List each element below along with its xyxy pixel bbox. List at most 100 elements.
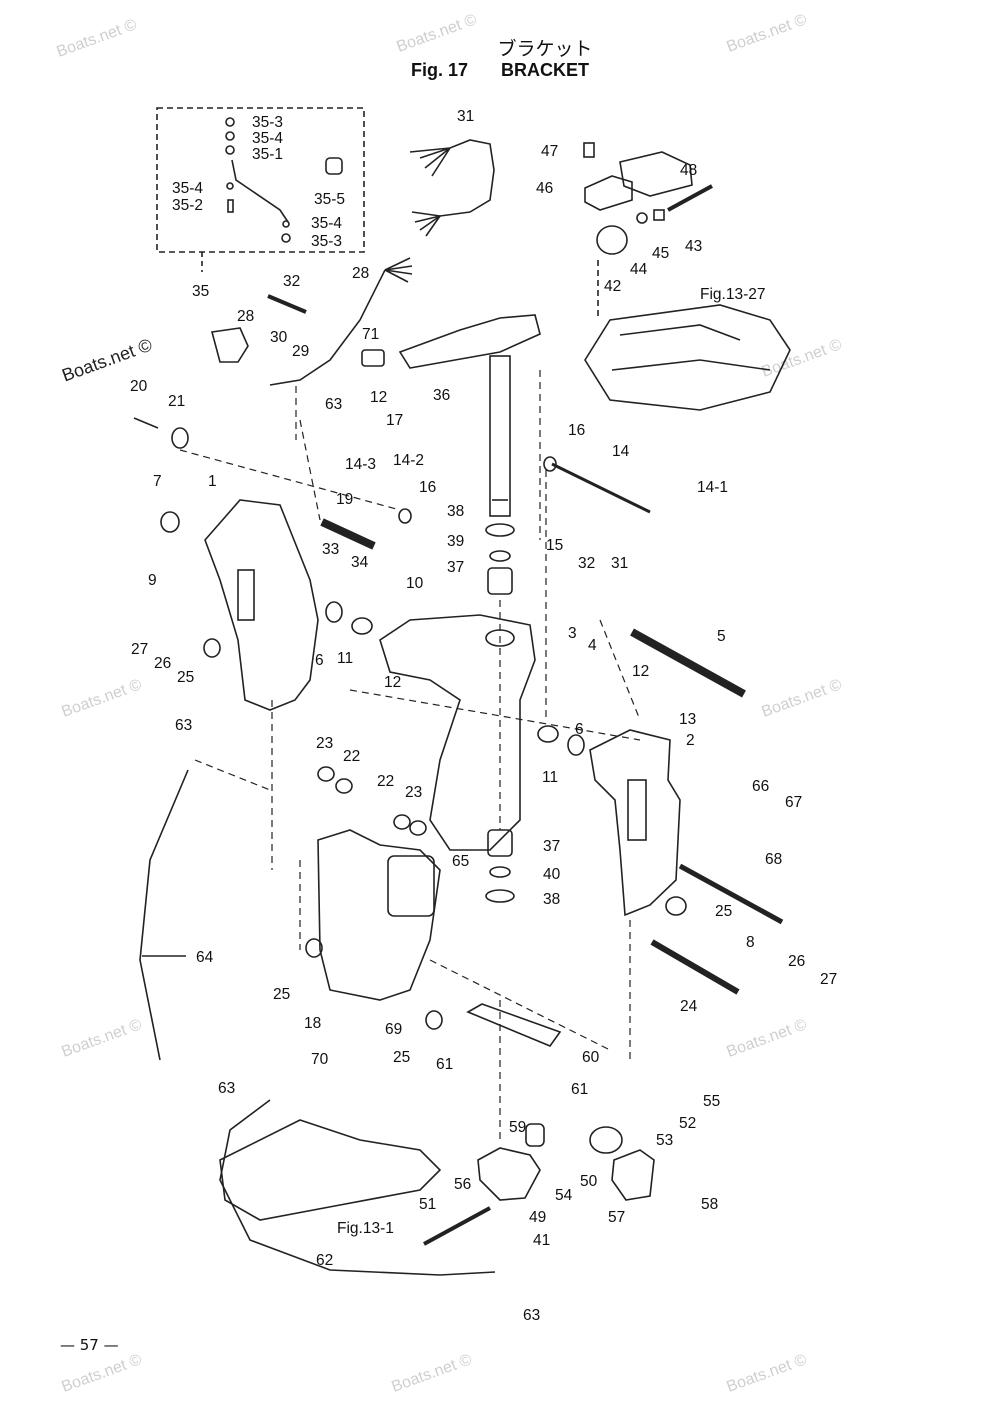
part-callout: 35-5 [314, 191, 345, 208]
trim-motor [387, 855, 435, 917]
part-callout: 12 [632, 663, 649, 680]
part-callout: 35-3 [311, 233, 342, 250]
part-callout: 6 [315, 652, 324, 669]
part-callout: 52 [679, 1115, 696, 1132]
switch-part [210, 327, 249, 363]
part-callout: 11 [337, 650, 353, 667]
part-callout: 61 [436, 1056, 453, 1073]
part-callout: Fig.13-27 [700, 286, 765, 303]
cover-part [611, 1149, 655, 1201]
bushing-part [665, 896, 687, 916]
bushing-part [409, 820, 427, 836]
bushing-part [487, 829, 513, 857]
bushing-part [335, 778, 353, 794]
part-callout: 35-4 [172, 180, 203, 197]
engine-mount-detail [611, 324, 771, 371]
plate-part [466, 1003, 562, 1047]
bushing-part [305, 938, 323, 958]
part-callout: 70 [311, 1051, 329, 1068]
part-callout: 31 [611, 555, 628, 572]
washer-part [636, 212, 648, 224]
part-callout: 14-2 [393, 452, 424, 469]
bolt-part [583, 142, 595, 158]
lower-mount-part [219, 1119, 442, 1221]
washer-part [282, 220, 290, 228]
bushing-part [537, 725, 559, 743]
part-callout: 37 [447, 559, 464, 576]
rod-part [551, 462, 651, 514]
part-callout: 66 [752, 778, 769, 795]
part-callout: 24 [680, 998, 698, 1015]
wiring-harness [269, 269, 386, 386]
grommet-part [361, 349, 385, 367]
figure-title: Fig. 17 BRACKET [0, 60, 1000, 81]
cover-part [619, 151, 693, 197]
part-callout: 31 [457, 108, 474, 125]
part-callout: 16 [419, 479, 436, 496]
part-callout: 60 [582, 1049, 600, 1066]
part-callout: 2 [686, 732, 695, 749]
wire-lead [414, 215, 441, 237]
bolt-part [267, 294, 307, 314]
part-callout: 71 [362, 326, 379, 343]
shaft-part [650, 939, 740, 995]
bushing-part [393, 814, 411, 830]
part-callout: 63 [325, 396, 342, 413]
part-callout: 28 [352, 265, 369, 282]
bushing-part [487, 567, 513, 595]
part-callout: 4 [588, 637, 597, 654]
part-callout: 26 [154, 655, 171, 672]
part-callout: 17 [386, 412, 403, 429]
washer-part [567, 734, 585, 756]
part-callout: 35-3 [252, 114, 283, 131]
bushing-part [317, 766, 335, 782]
part-callout: 19 [336, 491, 353, 508]
engine-mount-part [584, 304, 791, 411]
part-callout: 43 [685, 238, 702, 255]
rubber-mount [477, 1147, 541, 1201]
part-callout: 35-4 [252, 130, 283, 147]
bushing-part [425, 1010, 443, 1030]
washer-part [485, 523, 515, 537]
figure-name: BRACKET [501, 60, 590, 80]
bushing-part [203, 638, 221, 658]
part-callout: 51 [419, 1196, 436, 1213]
fitting-part [281, 233, 291, 243]
part-callout: 62 [316, 1252, 333, 1269]
part-callout: 10 [406, 575, 424, 592]
washer-part [325, 601, 343, 623]
steering-arm [398, 314, 541, 369]
part-callout: 46 [536, 180, 553, 197]
part-callout: 14-3 [345, 456, 376, 473]
sensor-part [596, 225, 628, 255]
part-callout: 63 [523, 1307, 540, 1324]
part-callout: 23 [316, 735, 333, 752]
part-callout: 58 [701, 1196, 718, 1213]
part-callout: 54 [555, 1187, 573, 1204]
washer-part [485, 889, 515, 903]
ground-cable [139, 769, 189, 1061]
wiring-harness [409, 139, 495, 217]
washer-part [489, 550, 511, 562]
part-callout: 56 [454, 1176, 471, 1193]
part-callout: 29 [292, 343, 309, 360]
steering-shaft [489, 355, 511, 517]
part-callout: 25 [715, 903, 732, 920]
callout-layer: 35-3 35-4 35-1 35-4 35-2 35-5 35-4 35-3 … [130, 108, 837, 1324]
part-callout: 22 [343, 748, 360, 765]
washer-part [489, 866, 511, 878]
part-callout: 32 [578, 555, 595, 572]
clamp-bracket-left [204, 499, 319, 711]
part-callout: 16 [568, 422, 585, 439]
title-japanese: ブラケット [497, 38, 593, 60]
part-callout: 57 [608, 1209, 625, 1226]
part-callout: 14 [612, 443, 630, 460]
part-callout: 22 [377, 773, 394, 790]
part-callout: 34 [351, 554, 369, 571]
part-callout: 27 [820, 971, 837, 988]
part-callout: 8 [746, 934, 755, 951]
part-callout: 68 [765, 851, 782, 868]
part-callout: 40 [543, 866, 561, 883]
